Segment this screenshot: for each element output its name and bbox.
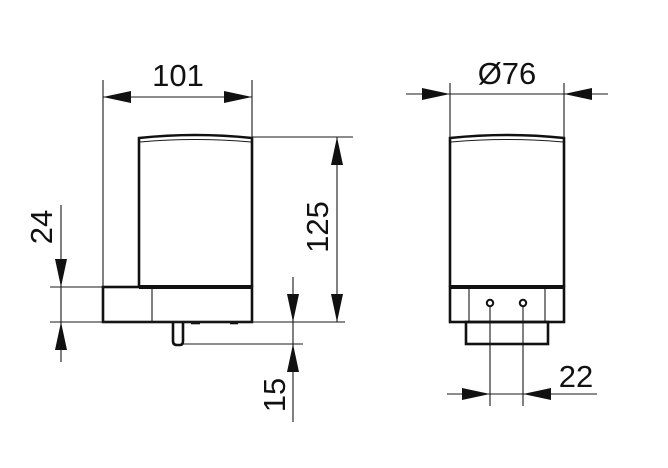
dimension-22-label: 22 (559, 359, 593, 394)
dimension-101: 101 (102, 58, 253, 287)
container-body (137, 133, 254, 289)
dimension-15: 15 (183, 277, 303, 422)
dimension-24: 24 (24, 205, 67, 362)
mounting-hole-right (518, 298, 528, 308)
wall-base (101, 285, 254, 324)
side-view: 101 24 125 15 (24, 58, 353, 422)
front-container-body (448, 133, 566, 289)
mounting-hole-left (485, 298, 495, 308)
front-base (448, 285, 566, 346)
dimension-125-label: 125 (300, 201, 335, 253)
dimension-76-label: Ø76 (478, 56, 537, 91)
dimension-15-label: 15 (257, 378, 292, 412)
dimension-24-label: 24 (24, 210, 59, 244)
dimension-101-label: 101 (152, 58, 204, 93)
front-view: Ø76 22 (406, 56, 608, 406)
dimension-125: 125 (252, 136, 353, 323)
dimension-22: 22 (447, 306, 597, 406)
dimension-76: Ø76 (406, 56, 608, 138)
pump-pin (171, 322, 185, 347)
